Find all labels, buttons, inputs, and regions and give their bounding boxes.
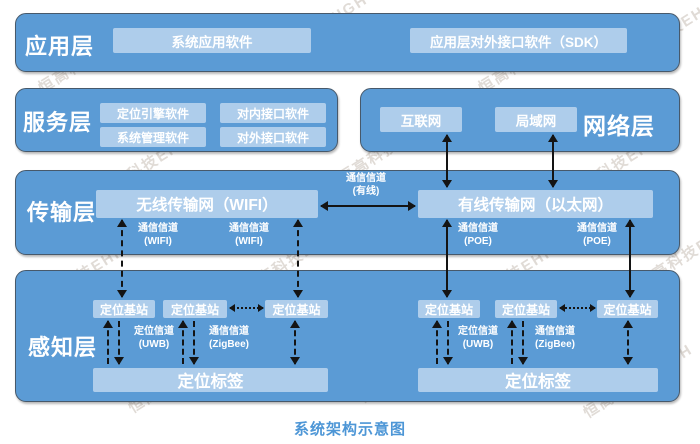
channel-label-uwb-left: 定位信道 (UWB) — [126, 325, 182, 351]
node-system-management: 系统管理软件 — [100, 127, 206, 147]
node-positioning-tag-right: 定位标签 — [418, 368, 658, 392]
channel-label-line1: 通信信道 — [535, 326, 575, 337]
arrow-zigbee-up-right — [507, 320, 517, 364]
arrow-zigbee-down-left — [189, 321, 199, 365]
channel-label-line1: 通信信道 — [346, 173, 386, 184]
node-wired-network: 有线传输网（以太网） — [418, 190, 653, 218]
arrow-poe-channel-right — [625, 219, 635, 298]
arrow-station6-tag — [623, 320, 633, 365]
channel-label-line2: (ZigBee) — [535, 339, 575, 350]
node-lan: 局域网 — [495, 107, 577, 132]
node-internet: 互联网 — [380, 107, 462, 132]
arrow-wifi-channel-left — [117, 219, 127, 298]
perception-layer-title: 感知层 — [28, 335, 98, 360]
channel-label-line2: (POE) — [583, 236, 611, 247]
channel-label-line2: (ZigBee) — [209, 339, 249, 350]
channel-label-line2: (有线) — [352, 186, 380, 197]
arrow-uwb-down-left — [114, 321, 124, 365]
transport-layer-title: 传输层 — [27, 200, 97, 225]
node-base-station-5: 定位基站 — [495, 300, 557, 318]
arrow-zigbee-up-left — [178, 320, 188, 364]
node-internal-interface: 对内接口软件 — [220, 103, 326, 123]
node-sdk-software: 应用层对外接口软件（SDK） — [410, 28, 627, 53]
arrow-poe-channel-left — [442, 219, 452, 298]
arrow-station2-station3 — [229, 304, 264, 312]
network-layer-title: 网络层 — [583, 113, 655, 139]
channel-label-line2: (WIFI) — [144, 236, 172, 247]
channel-label-line1: 定位信道 — [458, 326, 498, 337]
node-base-station-2: 定位基站 — [163, 300, 227, 318]
node-wireless-network: 无线传输网（WIFI） — [96, 190, 318, 218]
channel-label-line2: (UWB) — [462, 339, 494, 350]
node-external-interface: 对外接口软件 — [220, 127, 326, 147]
channel-label-uwb-right: 定位信道 (UWB) — [450, 325, 506, 351]
node-base-station-4: 定位基站 — [418, 300, 480, 318]
channel-label-zigbee-left: 通信信道 (ZigBee) — [200, 325, 258, 351]
channel-label-wifi-left: 通信信道 (WIFI) — [130, 222, 186, 248]
arrow-uwb-down-right — [443, 321, 453, 365]
channel-label-line1: 通信信道 — [209, 326, 249, 337]
node-base-station-1: 定位基站 — [93, 300, 155, 318]
channel-label-line1: 通信信道 — [577, 223, 617, 234]
diagram-caption: 系统架构示意图 — [293, 421, 406, 438]
channel-label-line2: (WIFI) — [235, 236, 263, 247]
channel-label-poe-left: 通信信道 (POE) — [450, 222, 506, 248]
node-positioning-tag-left: 定位标签 — [93, 368, 328, 392]
channel-label-line2: (POE) — [464, 236, 492, 247]
channel-label-line2: (UWB) — [138, 339, 170, 350]
node-base-station-3: 定位基站 — [265, 300, 328, 318]
channel-label-poe-right: 通信信道 (POE) — [569, 222, 625, 248]
channel-label-line1: 通信信道 — [229, 223, 269, 234]
channel-label-wifi-right: 通信信道 (WIFI) — [221, 222, 277, 248]
arrow-uwb-up-right — [432, 320, 442, 364]
arrow-station3-tag — [290, 320, 300, 365]
channel-label-line1: 定位信道 — [134, 326, 174, 337]
arrow-station5-station6 — [559, 304, 596, 312]
channel-label-wired: 通信信道 (有线) — [331, 172, 401, 198]
node-positioning-engine: 定位引擎软件 — [100, 103, 206, 123]
node-base-station-6: 定位基站 — [597, 300, 658, 318]
arrow-uwb-up-left — [103, 320, 113, 364]
channel-label-line1: 通信信道 — [138, 223, 178, 234]
arrow-lan-to-ethernet — [548, 134, 558, 188]
arrow-wifi-channel-right — [293, 219, 303, 298]
arrow-zigbee-down-right — [518, 321, 528, 365]
service-layer-title: 服务层 — [23, 110, 93, 135]
node-system-app-software: 系统应用软件 — [113, 28, 311, 53]
application-layer-title: 应用层 — [25, 34, 95, 59]
channel-label-zigbee-right: 通信信道 (ZigBee) — [526, 325, 584, 351]
arrow-internet-to-ethernet — [442, 134, 452, 188]
arrow-wired-channel — [320, 201, 416, 211]
channel-label-line1: 通信信道 — [458, 223, 498, 234]
